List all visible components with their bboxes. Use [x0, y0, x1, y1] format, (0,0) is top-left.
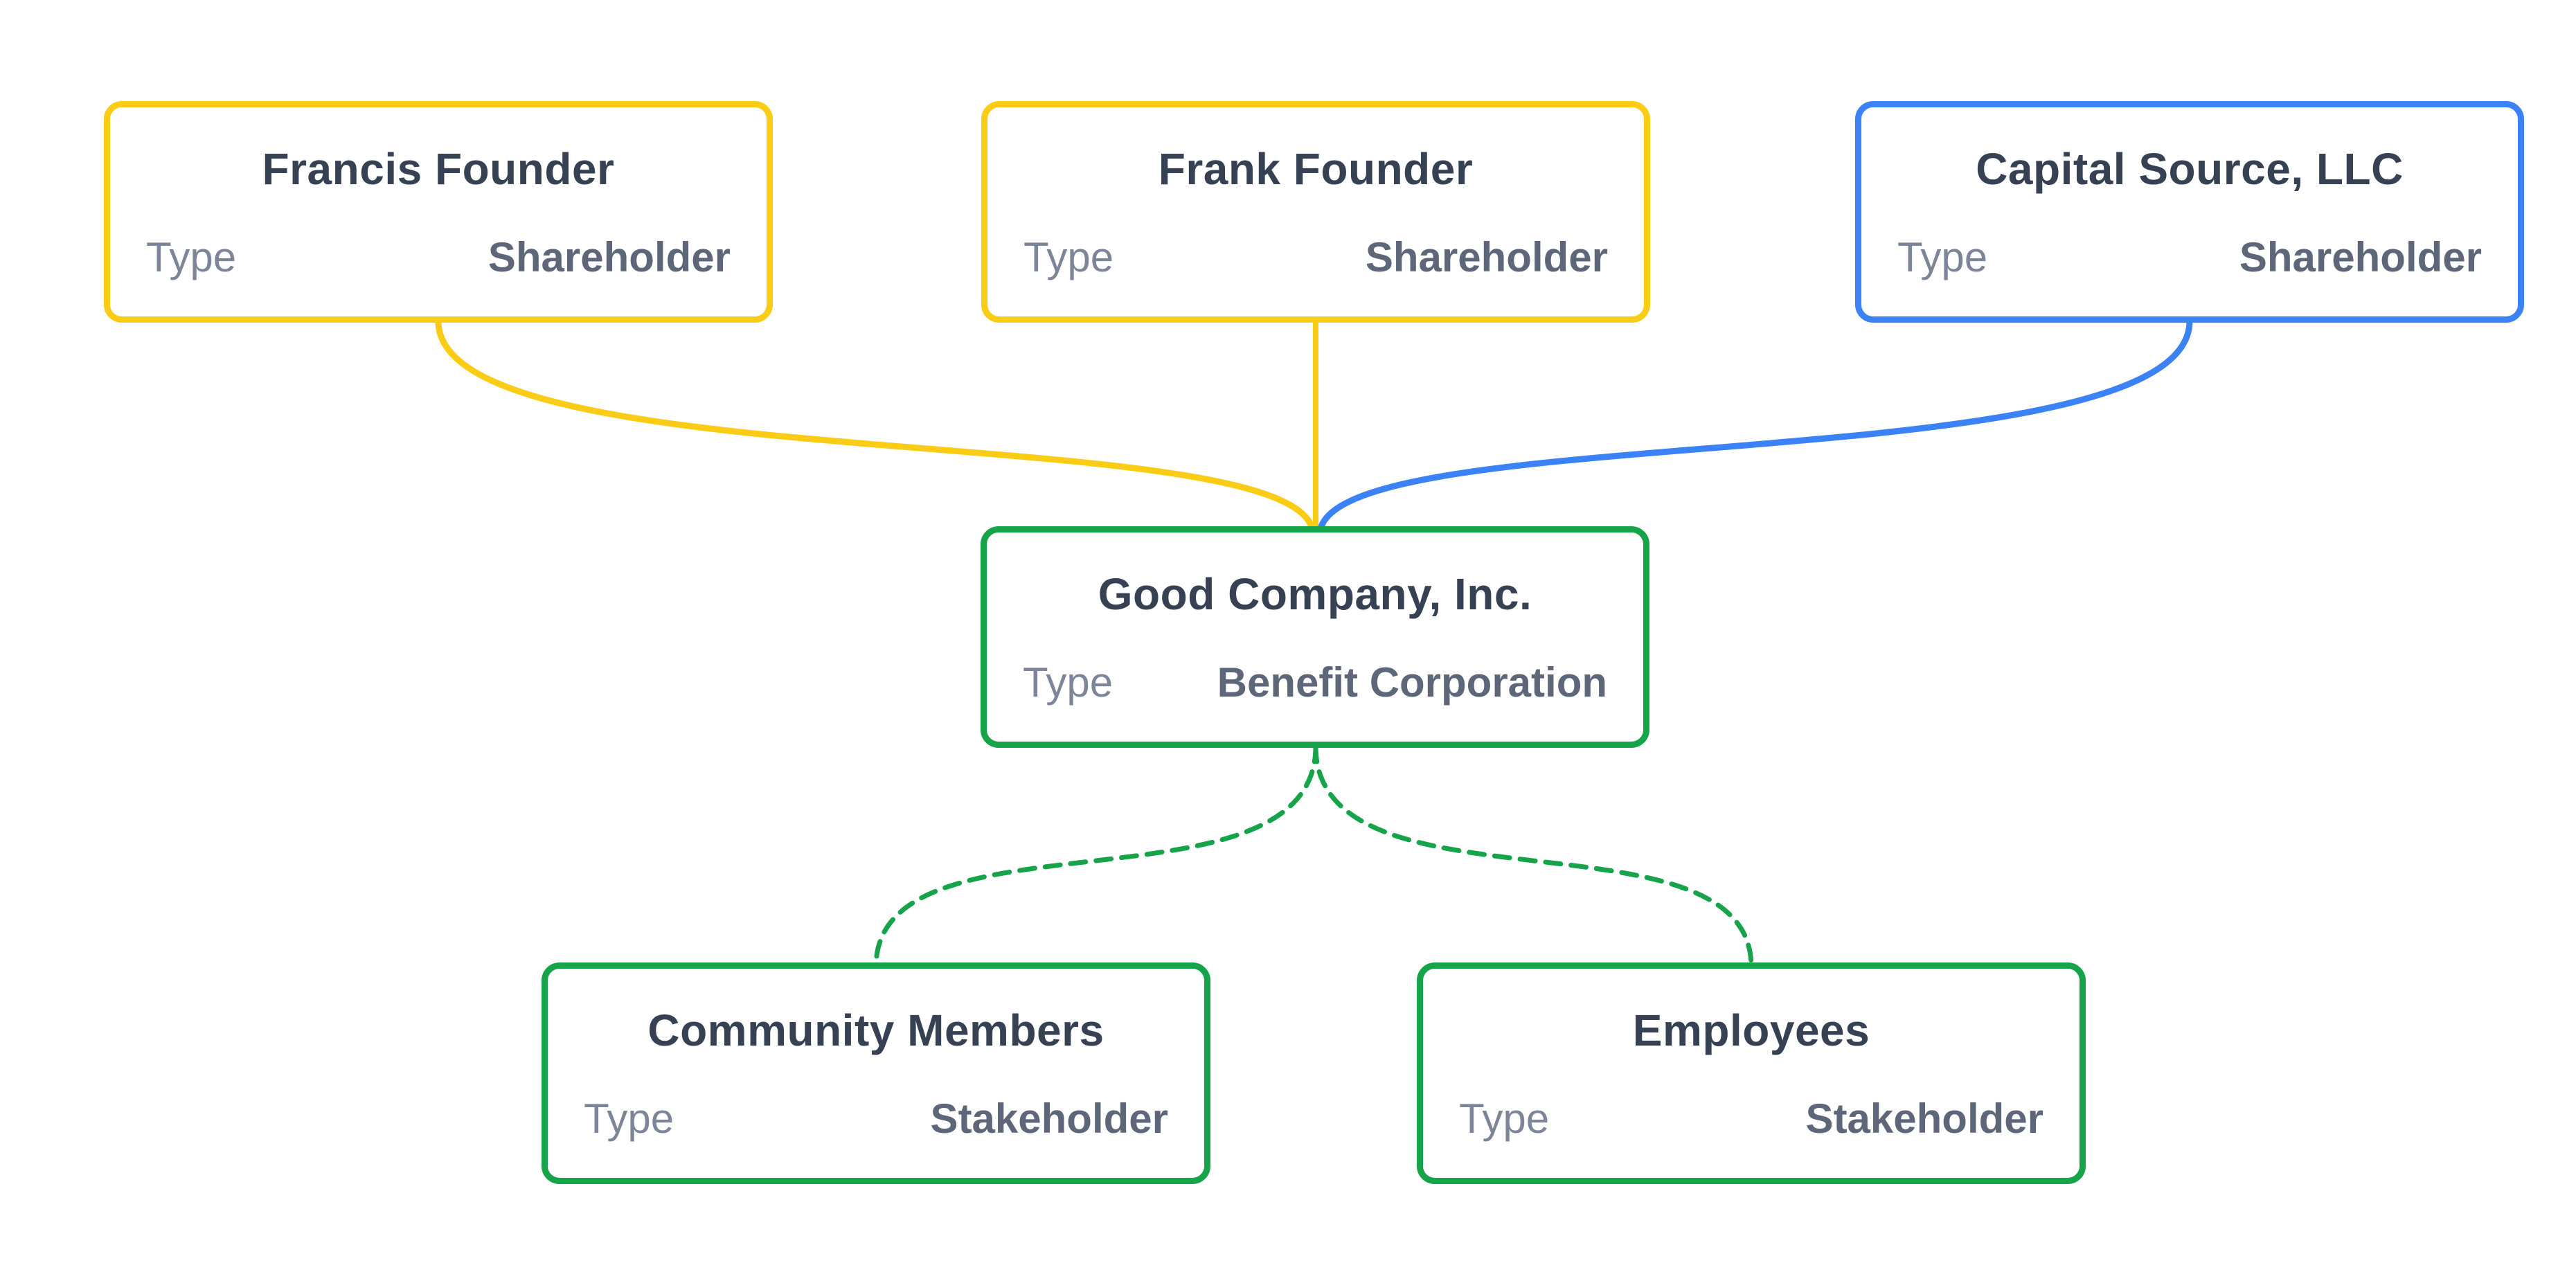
node-title: Community Members	[647, 1005, 1104, 1055]
field-label: Type	[584, 1095, 674, 1142]
node-field-row: Type Shareholder	[1897, 233, 2482, 281]
node-francis-founder: Francis Founder Type Shareholder	[104, 101, 773, 323]
field-value: Benefit Corporation	[1217, 659, 1607, 706]
field-label: Type	[1023, 659, 1113, 706]
node-field-row: Type Stakeholder	[584, 1095, 1168, 1143]
node-title: Good Company, Inc.	[1098, 568, 1532, 619]
node-title: Employees	[1632, 1005, 1870, 1055]
node-frank-founder: Frank Founder Type Shareholder	[981, 101, 1650, 323]
field-label: Type	[1459, 1095, 1550, 1142]
node-capital-source-llc: Capital Source, LLC Type Shareholder	[1855, 101, 2524, 323]
node-title: Capital Source, LLC	[1976, 143, 2404, 194]
node-employees: Employees Type Stakeholder	[1417, 962, 2086, 1184]
field-value: Stakeholder	[1805, 1095, 2043, 1142]
field-value: Stakeholder	[930, 1095, 1168, 1142]
node-title: Francis Founder	[262, 143, 615, 194]
field-label: Type	[1897, 233, 1988, 280]
node-good-company-inc: Good Company, Inc. Type Benefit Corporat…	[981, 526, 1649, 748]
node-title: Frank Founder	[1158, 143, 1474, 194]
node-field-row: Type Shareholder	[146, 233, 731, 281]
node-field-row: Type Benefit Corporation	[1023, 659, 1607, 706]
field-value: Shareholder	[1365, 233, 1608, 280]
edge-good-to-employees	[1313, 744, 1754, 969]
edge-good-to-community	[873, 744, 1318, 969]
field-label: Type	[1023, 233, 1114, 280]
field-value: Shareholder	[2239, 233, 2482, 280]
node-field-row: Type Stakeholder	[1459, 1095, 2043, 1143]
edge-francis-to-good	[435, 318, 1316, 538]
field-label: Type	[146, 233, 237, 280]
node-field-row: Type Shareholder	[1023, 233, 1608, 281]
node-community-members: Community Members Type Stakeholder	[542, 962, 1210, 1184]
field-value: Shareholder	[488, 233, 731, 280]
edge-capital-to-good	[1316, 318, 2193, 538]
